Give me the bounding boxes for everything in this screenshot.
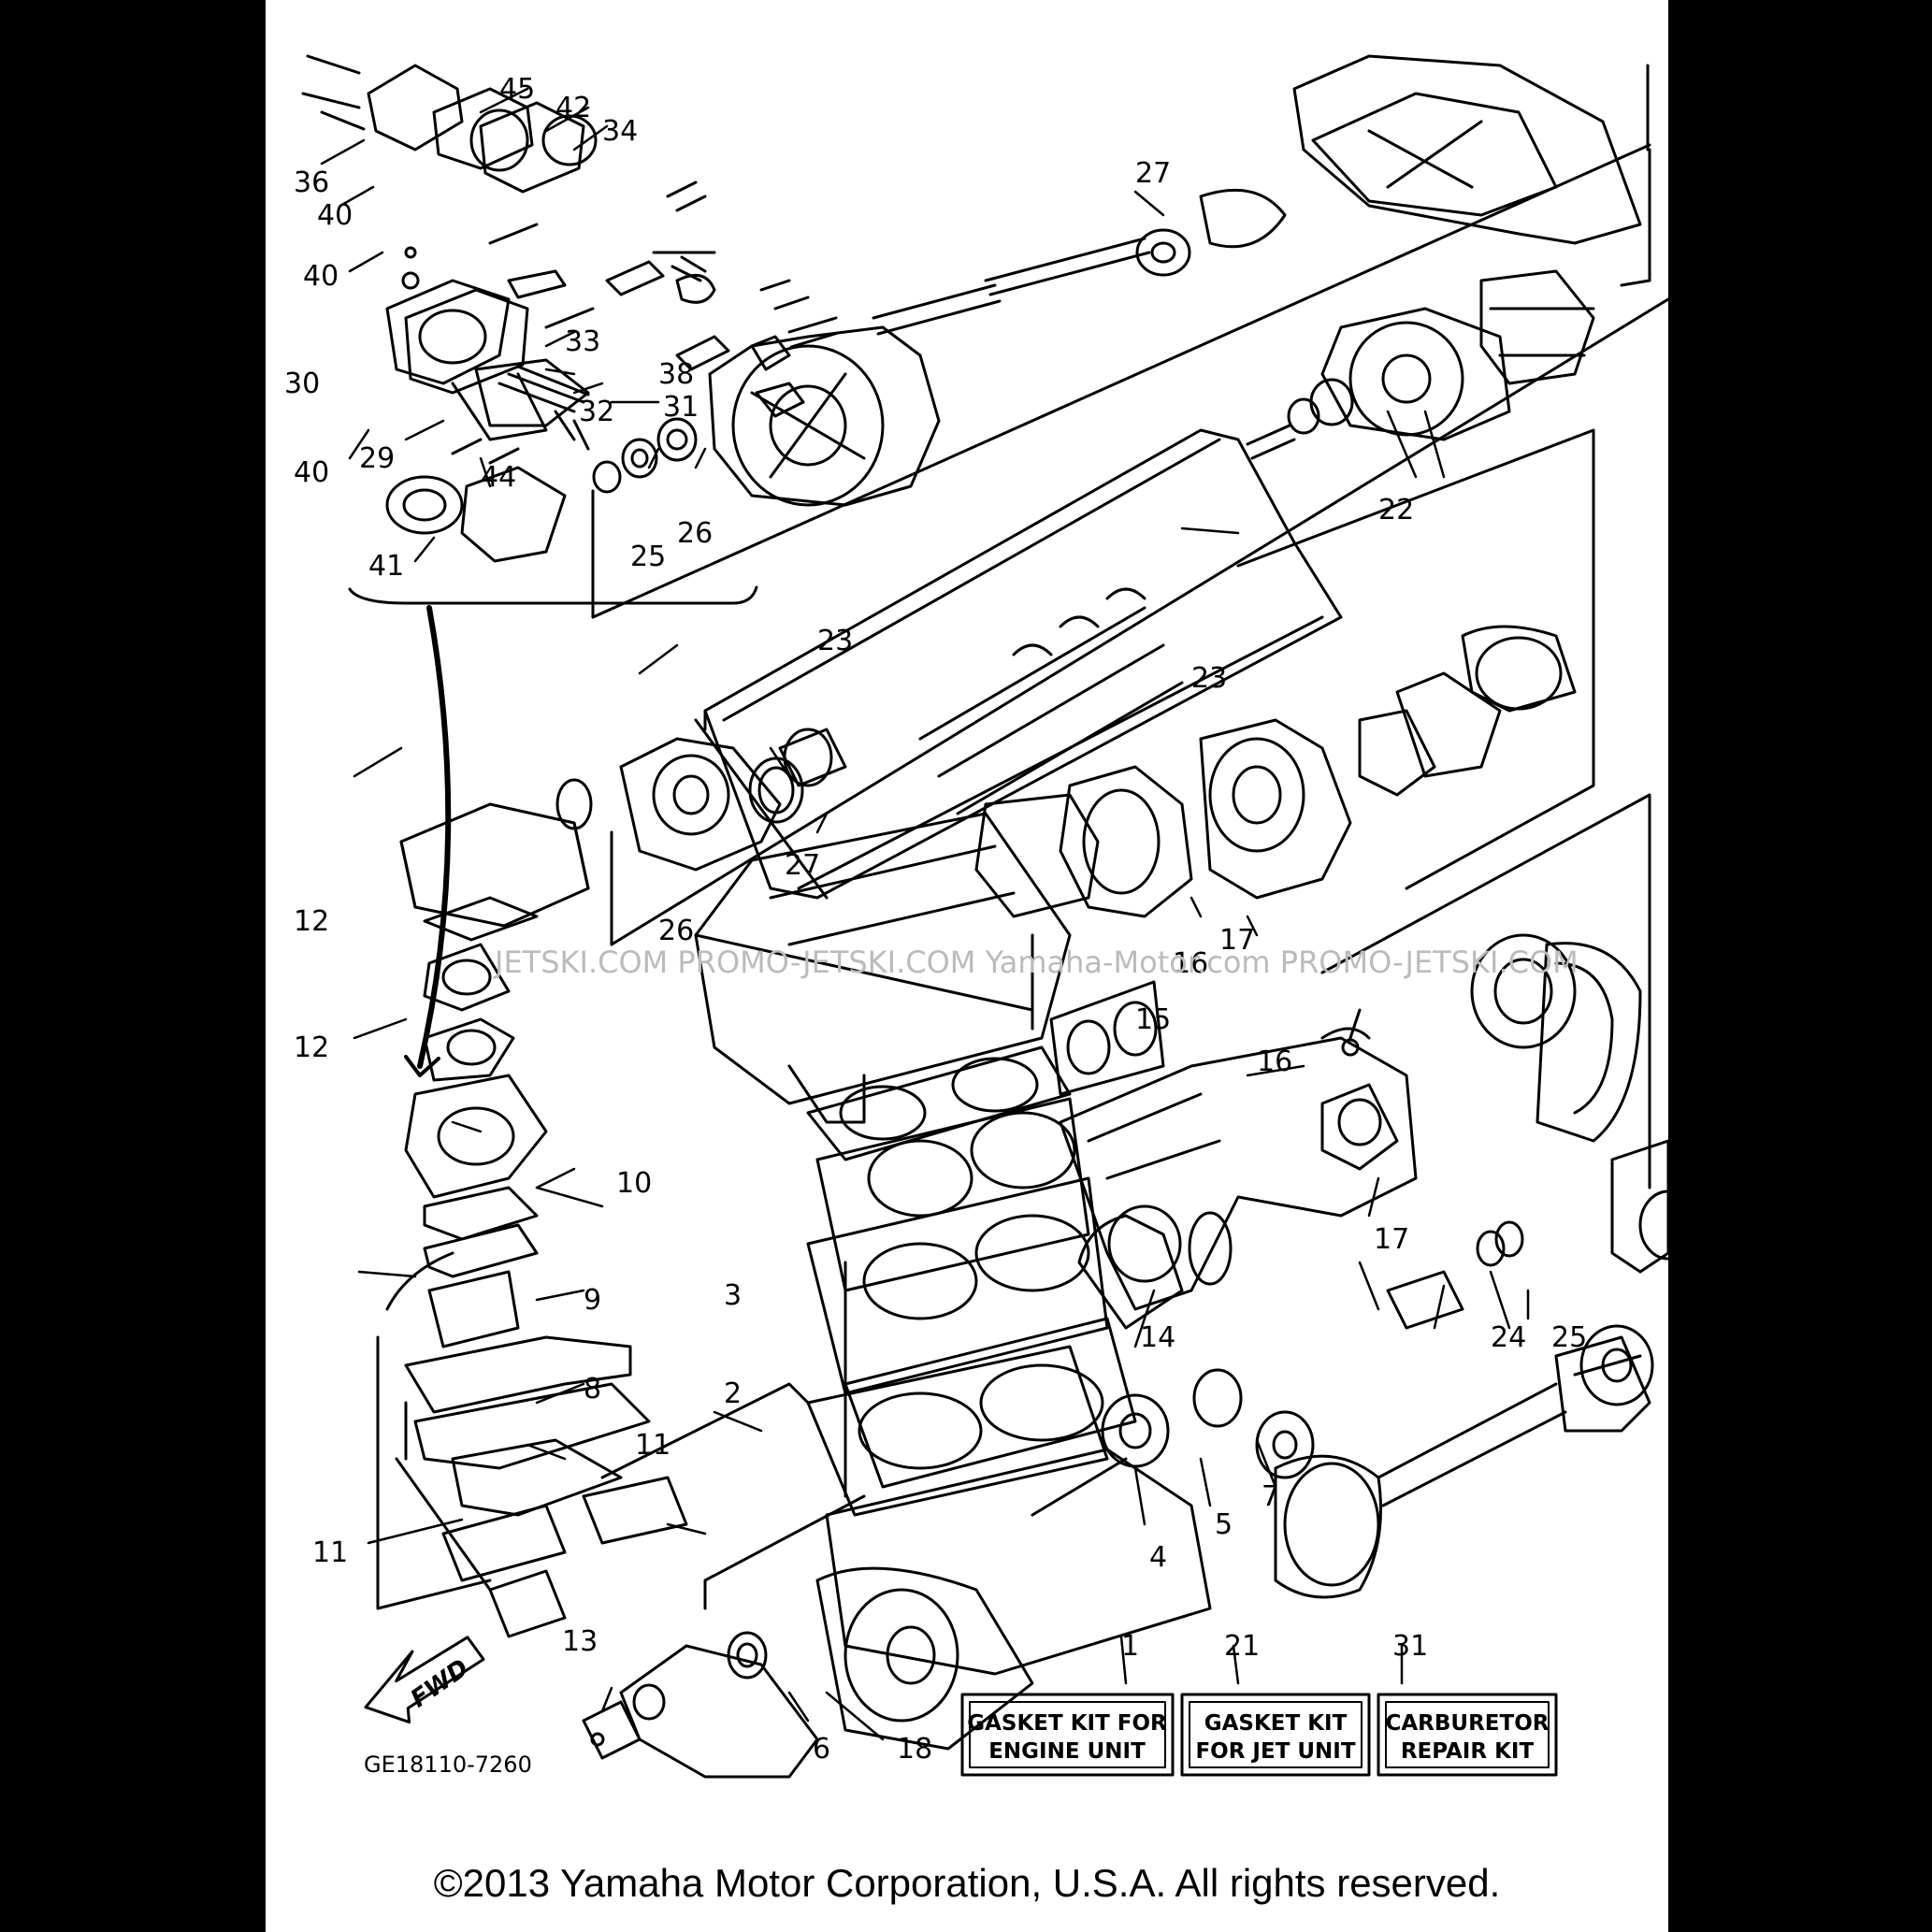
callout-10: 10 (616, 1167, 652, 1200)
watermark: JETSKI.COM PROMO-JETSKI.COM Yamaha-Motor… (493, 944, 1579, 980)
callout-23-right: 23 (1191, 662, 1227, 695)
callout-32: 29 (359, 442, 395, 475)
callout-3: 3 (724, 1279, 742, 1312)
callout-30: 27 (1135, 157, 1171, 190)
kit-carb-line2: REPAIR KIT (1401, 1739, 1535, 1764)
callout-29: 26 (677, 517, 713, 550)
assembly-arrow (417, 605, 452, 1069)
kit-box-jet (1180, 1693, 1371, 1777)
intake-stack (376, 802, 810, 1638)
callout-13: 13 (562, 1625, 598, 1658)
callout-38: 36 (294, 166, 329, 199)
callout-8: 8 (584, 1373, 601, 1406)
callout-40-bottom: 40 (294, 456, 329, 489)
callout-20: 18 (897, 1733, 932, 1766)
exhaust-assembly (555, 625, 1651, 1189)
callout-42: 42 (555, 92, 591, 124)
callout-12-top: 12 (294, 905, 329, 938)
leader-lines (320, 87, 1530, 1741)
callout-33: 30 (284, 368, 320, 400)
callout-24: 24 (1491, 1321, 1526, 1354)
callout-22: 22 (1378, 494, 1414, 526)
kit-boxes: GASKET KIT FOR ENGINE UNIT GASKET KIT FO… (960, 1693, 1558, 1777)
callout-36: 33 (565, 325, 600, 358)
kit-box-engine (960, 1693, 1175, 1777)
drawing-code: GE18110-7260 (364, 1752, 532, 1778)
copyright-notice: ©2013 Yamaha Motor Corporation, U.S.A. A… (433, 1861, 1501, 1905)
exploded-parts-diagram: 36 40 40 45 42 34 33 38 32 31 30 40 29 4… (284, 54, 1668, 1779)
callout-25: 25 (1551, 1321, 1587, 1354)
callout-5: 5 (1215, 1508, 1233, 1541)
kit-engine-line1: GASKET KIT FOR (967, 1711, 1167, 1736)
callout-21: 21 (1224, 1630, 1260, 1663)
callout-43: 40 (317, 199, 353, 232)
kit-jet-line1: GASKET KIT (1204, 1711, 1348, 1736)
kit-engine-line2: ENGINE UNIT (988, 1739, 1146, 1764)
kit-box-carburetor (1377, 1693, 1558, 1777)
kit-jet-line2: FOR JET UNIT (1195, 1739, 1355, 1764)
intake-duct (694, 428, 1343, 900)
callout-34: 31 (663, 391, 699, 424)
callout-numbers: 36 40 40 45 42 34 33 38 32 31 30 40 29 4… (284, 73, 1587, 1766)
callout-7: 7 (1262, 1480, 1279, 1513)
fwd-arrow-icon: FWD (364, 1636, 485, 1724)
callout-6: 6 (813, 1733, 830, 1766)
engine-block (694, 933, 1212, 1751)
callout-39: 38 (658, 358, 694, 391)
callout-16: 16 (1257, 1045, 1292, 1078)
callout-1: 1 (1121, 1630, 1139, 1663)
callout-23-left: 23 (817, 625, 853, 657)
exhaust-manifold (1049, 980, 1418, 1330)
callout-37: 34 (602, 115, 638, 148)
callout-14: 14 (1140, 1321, 1175, 1354)
callout-40-top: 40 (303, 260, 339, 293)
callout-27: 27 (785, 849, 820, 882)
callout-19: 17 (1219, 924, 1255, 957)
callout-4: 4 (1149, 1541, 1167, 1574)
callout-45: 45 (499, 73, 535, 106)
callout-2: 2 (724, 1377, 742, 1410)
callout-35: 32 (579, 396, 614, 428)
carburetor-detail (301, 54, 810, 605)
driveshaft-assembly (1031, 1139, 1668, 1599)
callout-44: 44 (481, 461, 516, 494)
callout-17: 17 (1374, 1223, 1409, 1256)
kit-carb-line1: CARBURETOR (1386, 1711, 1550, 1736)
callout-12-bottom: 12 (294, 1031, 329, 1064)
callout-15: 15 (1135, 1003, 1171, 1036)
jet-pump-assembly (591, 54, 1651, 619)
callout-28: 25 (630, 541, 666, 573)
callout-41: 41 (368, 550, 404, 583)
callout-9: 9 (584, 1284, 601, 1317)
callout-31: 31 (1392, 1630, 1428, 1663)
fwd-label: FWD (406, 1654, 474, 1714)
callout-26: 26 (658, 915, 694, 947)
frame-line-right (610, 297, 1668, 946)
diagram-sheet: 36 40 40 45 42 34 33 38 32 31 30 40 29 4… (266, 0, 1668, 1932)
callout-18: 16 (1173, 947, 1208, 980)
callout-11-right: 11 (635, 1429, 670, 1462)
coupler-cover (582, 1644, 819, 1779)
callout-11-left: 11 (312, 1536, 348, 1569)
